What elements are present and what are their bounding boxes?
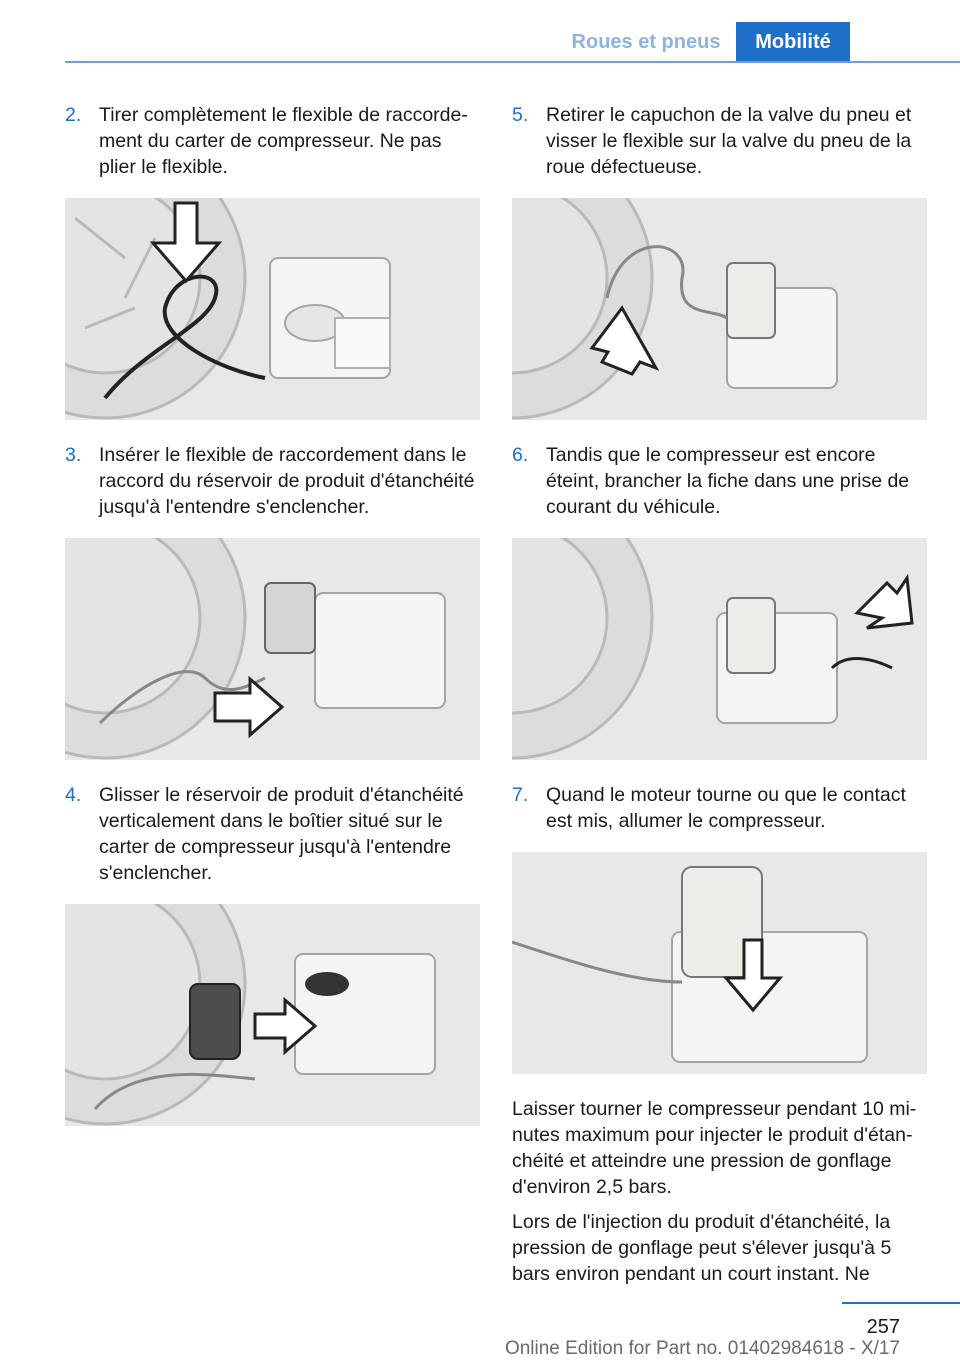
step-text: Tandis que le compresseur est encore éte… (546, 444, 910, 518)
step-text: Quand le moteur tourne ou que le contact… (546, 784, 906, 832)
arrow-down-left-icon (853, 573, 914, 630)
step-text: Retirer le capuchon de la valve du pneu … (546, 104, 912, 178)
figure-pull-hose (65, 198, 480, 420)
footer-rule (842, 1302, 960, 1304)
right-column: 5. Retirer le capuchon de la valve du pn… (512, 102, 927, 1296)
arrow-down-icon (722, 938, 784, 1013)
step-text: Tirer complètement le flexible de raccor… (99, 104, 468, 178)
figure-connect-valve (512, 198, 927, 420)
hose-loop (103, 274, 266, 400)
step-number: 7. (512, 784, 529, 806)
figure-plug-socket (512, 538, 927, 760)
step-text: Glisser le réservoir de produit d'étanch… (99, 784, 464, 884)
power-cable (830, 657, 893, 670)
step-number: 4. (65, 784, 82, 806)
step-4: 4. Glisser le réservoir de produit d'éta… (65, 782, 480, 886)
sealant-bottle (726, 262, 776, 339)
step-text: Insérer le flexible de raccordement dans… (99, 444, 475, 518)
hose-line (98, 670, 266, 725)
sealant-bottle (726, 597, 776, 674)
sealant-bottle (681, 866, 763, 978)
arrow-right-icon (213, 675, 285, 739)
step-3: 3. Insérer le flexible de raccordement d… (65, 442, 480, 520)
hose-line (93, 1072, 256, 1110)
paragraph-pressure: Lors de l'injection du produit d'étanché… (512, 1211, 892, 1285)
figure-switch-on (512, 852, 927, 1074)
step-2: 2. Tirer complètement le flexible de rac… (65, 102, 480, 180)
sealant-bottle (189, 983, 241, 1060)
figure-slide-bottle (65, 904, 480, 1126)
chapter-tab[interactable]: Mobilité (736, 22, 850, 62)
header-rule (65, 61, 960, 63)
compressor-illustration (269, 257, 391, 379)
page-header: Roues et pneus Mobilité (0, 0, 960, 63)
edition-note: Online Edition for Part no. 01402984618 … (504, 1338, 900, 1359)
arrow-up-left-icon (589, 305, 660, 376)
hose-line (512, 940, 683, 984)
arrow-down-icon (149, 201, 223, 284)
step-7: 7. Quand le moteur tourne ou que le cont… (512, 782, 927, 834)
step-number: 6. (512, 444, 529, 466)
step-5: 5. Retirer le capuchon de la valve du pn… (512, 102, 927, 180)
hose-line (605, 245, 728, 320)
page-number: 257 (866, 1316, 900, 1338)
sealant-bottle (264, 582, 316, 654)
step-number: 2. (65, 104, 82, 126)
paragraph-duration: Laisser tourner le compresseur pendant 1… (512, 1098, 917, 1198)
section-tab[interactable]: Roues et pneus (571, 31, 721, 53)
step-number: 5. (512, 104, 529, 126)
left-column: 2. Tirer complètement le flexible de rac… (65, 102, 480, 1148)
step-6: 6. Tandis que le compresseur est encore … (512, 442, 927, 520)
arrow-right-icon (253, 996, 318, 1056)
step-number: 3. (65, 444, 82, 466)
figure-insert-hose (65, 538, 480, 760)
wheel-illustration (65, 198, 247, 420)
